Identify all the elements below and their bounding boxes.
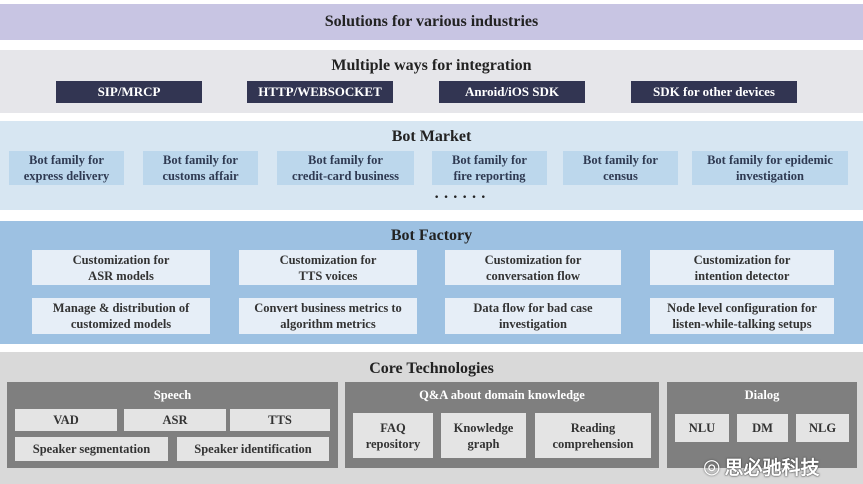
solutions-band: Solutions for various industries <box>0 4 863 40</box>
bot-factory-title: Bot Factory <box>390 227 473 244</box>
integration-sip-mrcp: SIP/MRCP <box>56 81 202 103</box>
speech-speaker-segmentation: Speaker segmentation <box>15 437 168 461</box>
watermark: ◎ 思必驰科技 <box>703 452 861 480</box>
core-technologies-title: Core Technologies <box>369 360 494 377</box>
speech-asr: ASR <box>124 409 226 431</box>
dialog-nlu: NLU <box>675 414 729 442</box>
dialog-dm: DM <box>737 414 788 442</box>
speech-vad: VAD <box>15 409 117 431</box>
speech-tts: TTS <box>230 409 330 431</box>
speech-speaker-identification: Speaker identification <box>177 437 329 461</box>
watermark-text: 思必驰科技 <box>724 456 820 479</box>
dialog-panel-title: Dialog <box>744 387 780 402</box>
integration-title: Multiple ways for integration <box>331 57 532 74</box>
qa-panel-title: Q&A about domain knowledge <box>419 387 585 402</box>
dialog-nlg: NLG <box>796 414 849 442</box>
market-ellipsis: · · · · · · <box>433 189 486 206</box>
weibo-icon: ◎ <box>703 454 721 478</box>
integration-other-devices-sdk: SDK for other devices <box>631 81 797 103</box>
solutions-title: Solutions for various industries <box>324 13 539 30</box>
speech-panel-title: Speech <box>153 387 192 402</box>
bot-market-title: Bot Market <box>391 128 472 145</box>
integration-android-ios-sdk: Anroid/iOS SDK <box>439 81 585 103</box>
integration-http-websocket: HTTP/WEBSOCKET <box>247 81 393 103</box>
